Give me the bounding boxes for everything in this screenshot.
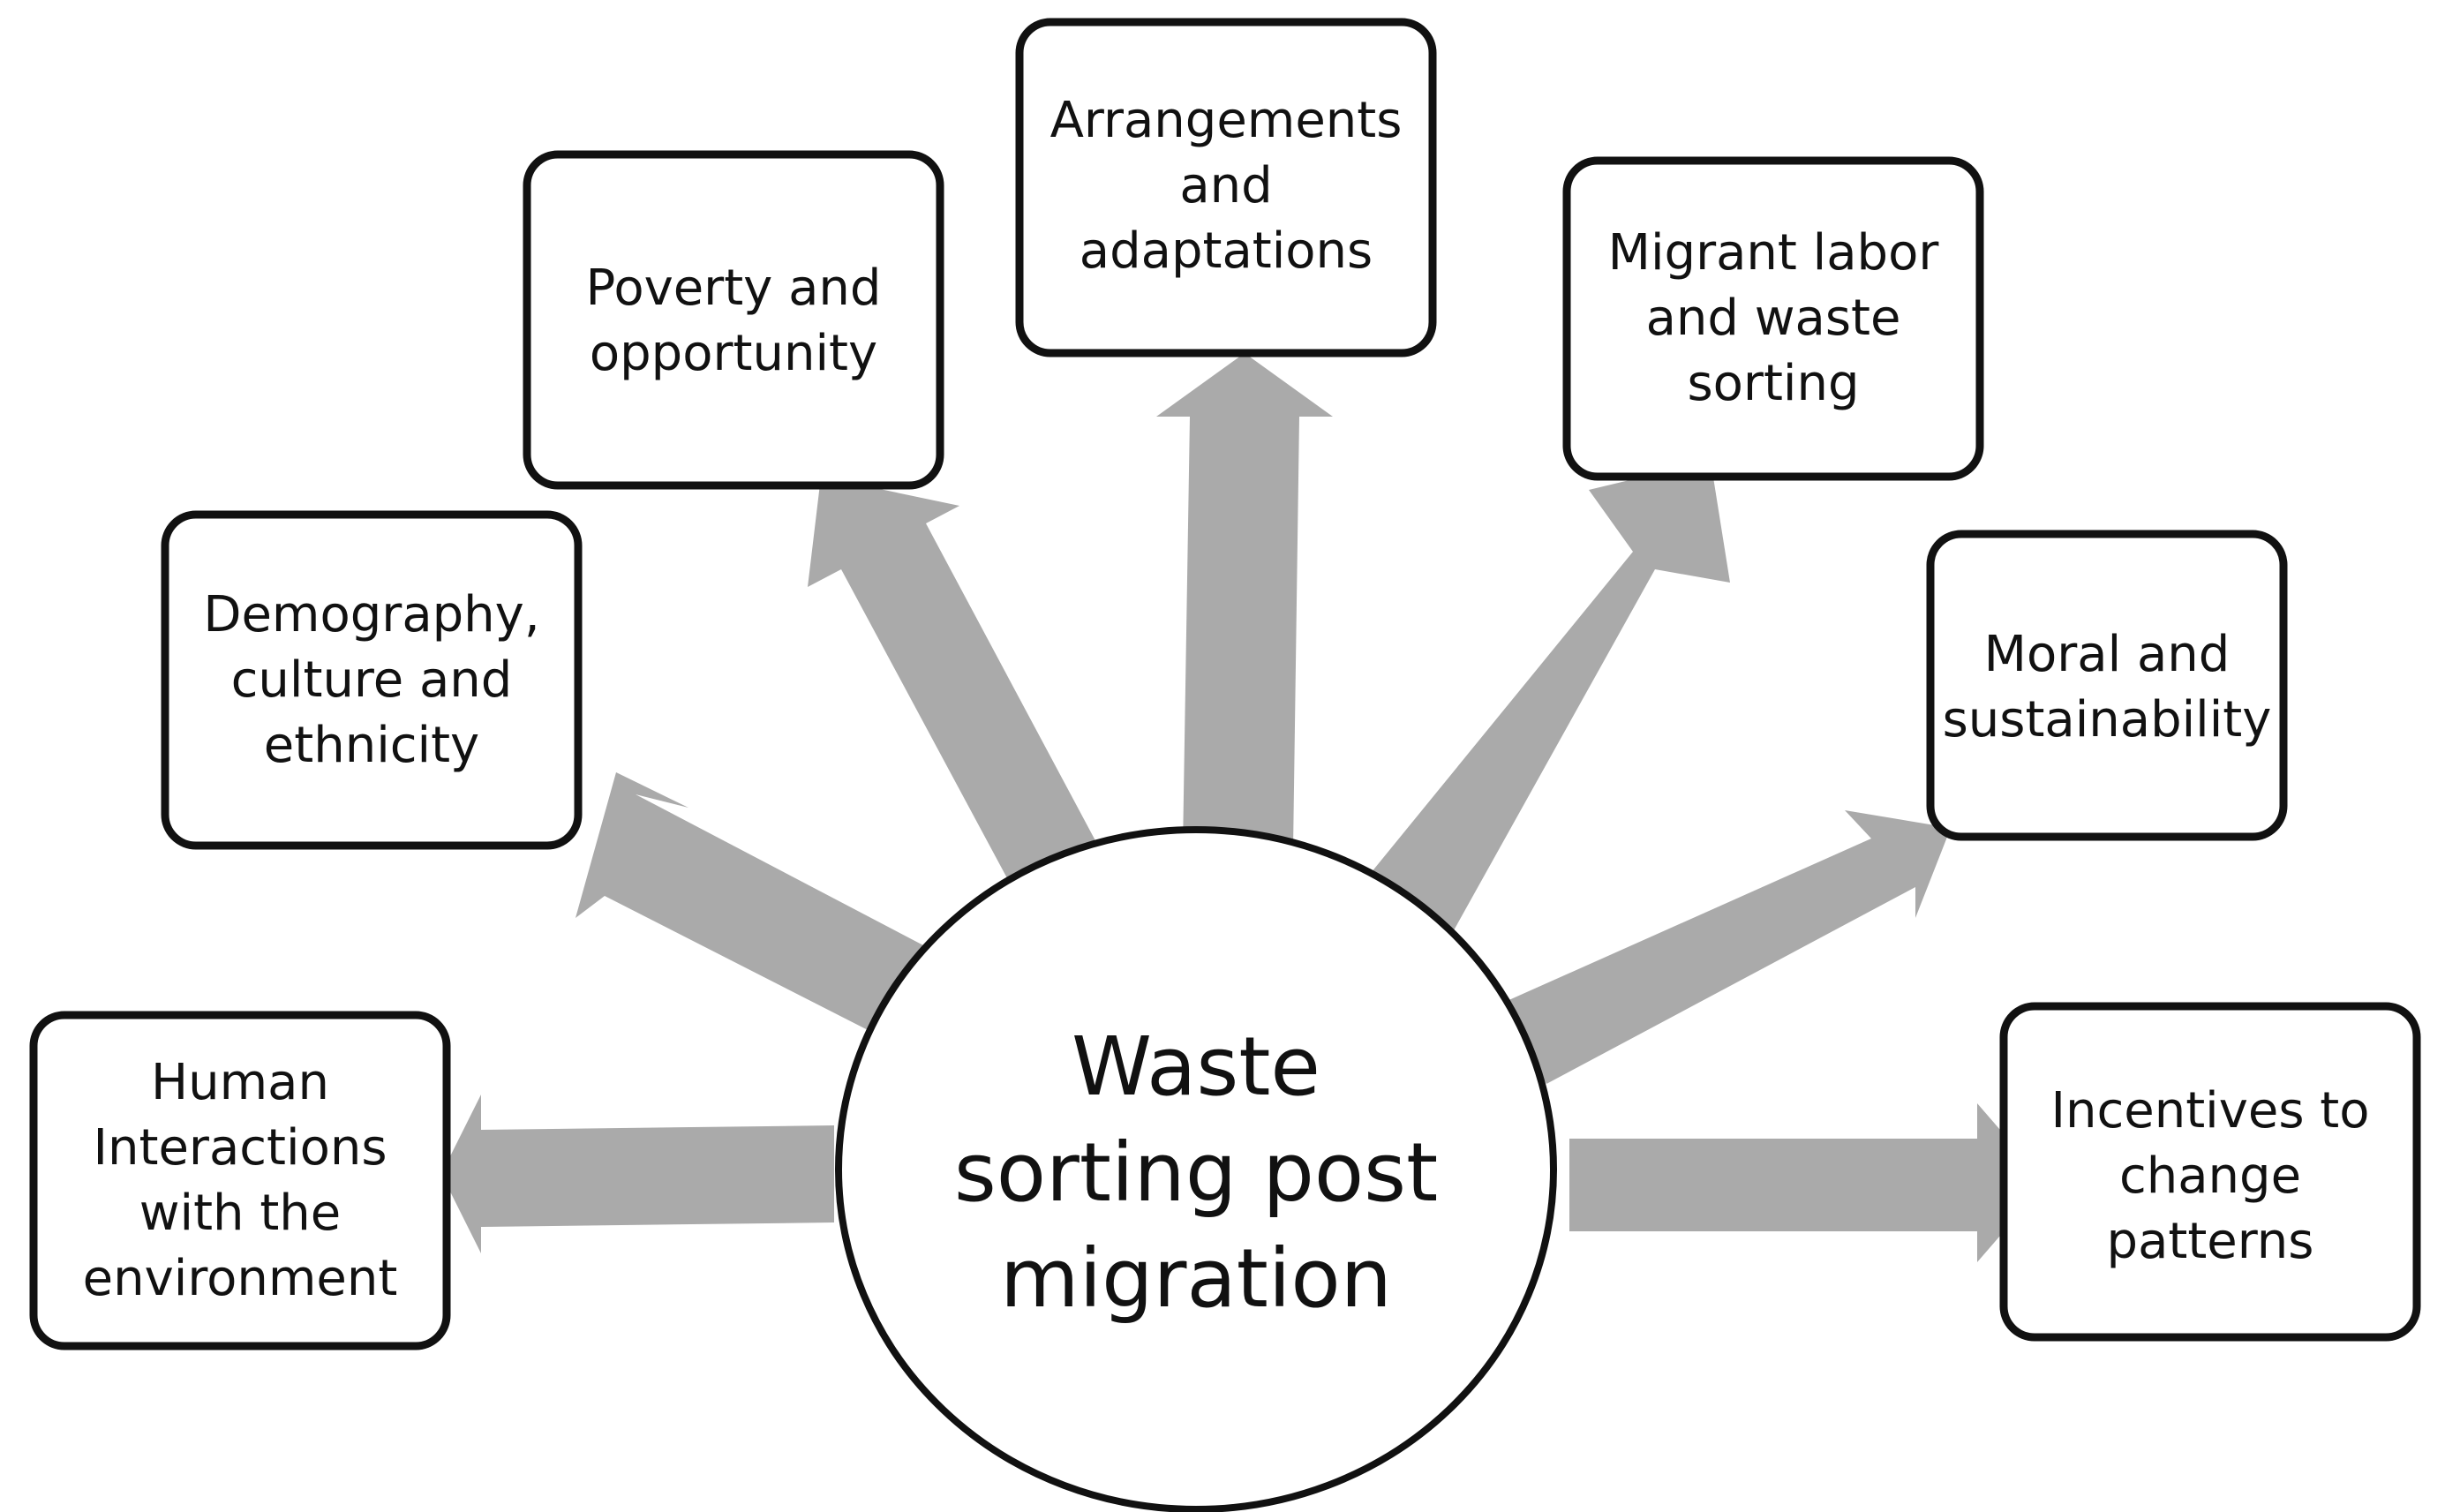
- node-box-moral: [1926, 530, 2288, 841]
- node-label-incentives: Incentives to change patterns: [2050, 1082, 2369, 1270]
- node-label-line: adaptations: [1080, 222, 1373, 280]
- node-box-poverty: [523, 150, 944, 490]
- node-label-line: Demography,: [203, 586, 539, 643]
- center-label-line: migration: [1000, 1231, 1392, 1326]
- node-label-line: environment: [83, 1250, 398, 1307]
- arrow-to-poverty: [808, 477, 1098, 890]
- node-box-incentives: [1999, 1002, 2421, 1342]
- node-box-arrangements: [1015, 18, 1437, 357]
- node-label-migrant-labor: Migrant labor and waste sorting: [1608, 224, 1940, 412]
- node-label-line: Incentives to: [2050, 1082, 2369, 1140]
- arrow-to-migrant-labor: [1359, 461, 1730, 946]
- arrow-to-arrangements: [1156, 353, 1333, 849]
- node-label-demography: Demography, culture and ethnicity: [203, 586, 539, 774]
- center-circle: [835, 826, 1557, 1512]
- node-box-layer: [29, 18, 2421, 1350]
- arrow-layer: [441, 353, 2046, 1262]
- node-box-demography: [161, 510, 583, 850]
- arrow-to-moral: [1505, 810, 1951, 1084]
- node-label-line: Moral and: [1984, 626, 2231, 683]
- node-label-moral: Moral and sustainability: [1943, 626, 2272, 748]
- node-label-line: patterns: [2107, 1213, 2314, 1270]
- node-label-line: change: [2119, 1147, 2301, 1205]
- node-label-line: with the: [139, 1185, 342, 1242]
- node-label-line: Arrangements: [1050, 92, 1403, 149]
- node-label-line: and: [1179, 157, 1272, 214]
- node-label-poverty: Poverty and opportunity: [586, 260, 882, 382]
- arrow-to-incentives: [1569, 1103, 2046, 1262]
- node-box-migrant-labor: [1562, 156, 1984, 481]
- node-label-line: Poverty and: [586, 260, 882, 317]
- node-label-line: culture and: [231, 651, 513, 709]
- arrow-to-human-interactions: [441, 1095, 834, 1253]
- node-label-line: ethnicity: [264, 717, 479, 774]
- node-label-line: sorting: [1687, 355, 1859, 412]
- center-label-line: sorting post: [954, 1125, 1438, 1220]
- center-label-line: Waste: [1072, 1019, 1320, 1114]
- node-label-line: Human: [151, 1054, 329, 1111]
- center-label: Waste sorting post migration: [954, 1019, 1438, 1326]
- node-label-line: and waste: [1646, 290, 1901, 347]
- node-label-arrangements: Arrangements and adaptations: [1050, 92, 1403, 280]
- node-label-line: opportunity: [590, 325, 877, 382]
- node-label-line: Migrant labor: [1608, 224, 1940, 282]
- arrow-to-demography: [576, 772, 925, 1034]
- node-label-line: sustainability: [1943, 691, 2272, 748]
- node-box-human-interactions: [29, 1011, 451, 1350]
- node-label-line: Interactions: [94, 1119, 387, 1177]
